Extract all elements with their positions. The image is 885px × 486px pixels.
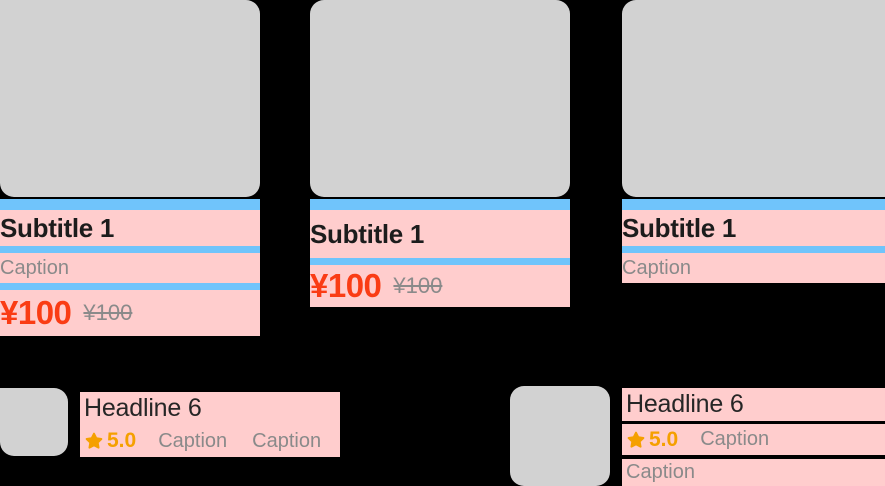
- star-icon: [626, 430, 646, 450]
- list-item-1-caption-1: Caption: [158, 429, 228, 452]
- card-3-subtitle-row: Subtitle 1: [622, 210, 885, 246]
- list-item-1-image-placeholder[interactable]: [0, 388, 68, 456]
- card-1-divider-bottom: [0, 283, 260, 290]
- card-1-image-placeholder[interactable]: [0, 0, 260, 197]
- list-item-2-caption-2: Caption: [626, 461, 695, 483]
- list-item-2-headline: Headline 6: [626, 390, 744, 418]
- card-3-image-placeholder[interactable]: [622, 0, 885, 197]
- list-item-2-caption-row: Caption: [622, 459, 885, 486]
- card-1-caption-row: Caption: [0, 253, 260, 283]
- list-item-1-meta-row: 5.0 Caption Caption: [80, 425, 340, 457]
- card-1-divider-top: [0, 199, 260, 210]
- card-1-original-price: ¥100: [83, 300, 133, 325]
- card-3-subtitle: Subtitle 1: [622, 212, 737, 243]
- list-item-2-meta-row: 5.0 Caption: [622, 424, 885, 455]
- card-2-image-placeholder[interactable]: [310, 0, 570, 197]
- card-3-caption-row: Caption: [622, 253, 885, 283]
- card-2-original-price: ¥100: [393, 273, 443, 298]
- card-2-price: ¥100: [310, 267, 382, 304]
- card-1-price: ¥100: [0, 294, 72, 331]
- star-icon: [84, 431, 104, 451]
- list-item-2-rating: 5.0: [649, 427, 679, 451]
- card-1-price-row: ¥100 ¥100: [0, 290, 260, 336]
- card-2-subtitle-row: Subtitle 1: [310, 210, 570, 258]
- card-1-subtitle-row: Subtitle 1: [0, 210, 260, 246]
- card-1-divider-middle: [0, 246, 260, 253]
- list-item-1-headline-row: Headline 6: [80, 392, 340, 425]
- card-2-divider-top: [310, 199, 570, 210]
- card-1-caption: Caption: [0, 256, 69, 279]
- card-3-caption: Caption: [622, 256, 691, 279]
- card-1-subtitle: Subtitle 1: [0, 212, 115, 243]
- list-item-1-headline: Headline 6: [84, 394, 202, 422]
- list-item-2-caption-1: Caption: [700, 428, 770, 450]
- list-item-1-rating: 5.0: [107, 429, 137, 452]
- card-2-divider-bottom: [310, 258, 570, 265]
- list-item-2-headline-row: Headline 6: [622, 388, 885, 421]
- list-item-2-image-placeholder[interactable]: [510, 386, 610, 486]
- card-2-subtitle: Subtitle 1: [310, 218, 425, 249]
- card-2-price-row: ¥100 ¥100: [310, 265, 570, 307]
- card-3-divider-top: [622, 199, 885, 210]
- card-3-divider-bottom: [622, 246, 885, 253]
- list-item-1-caption-2: Caption: [252, 429, 322, 452]
